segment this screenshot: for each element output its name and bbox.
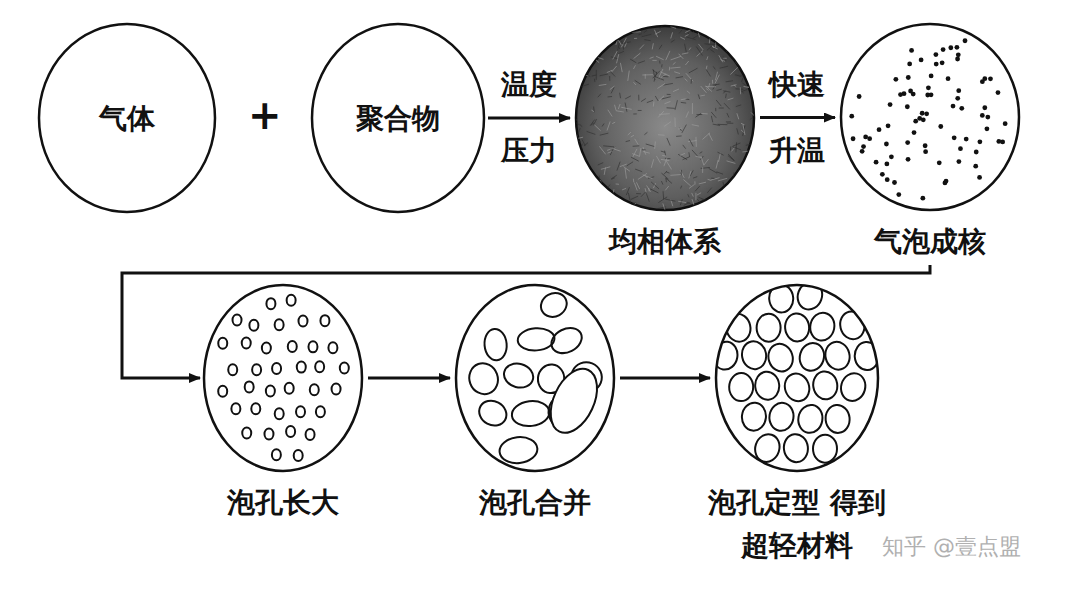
stage-label: 均相体系: [545, 220, 785, 263]
stage-label: 气泡成核: [810, 220, 1050, 263]
stage-circle: [202, 283, 364, 473]
process-arrow: [620, 377, 710, 380]
material-label: 聚合物: [356, 97, 440, 140]
foam-stage-node: 泡孔长大: [183, 283, 383, 524]
stage-label: 泡孔合并: [435, 481, 635, 524]
stage-label: 泡孔长大: [183, 481, 383, 524]
condition-label: 温度 压力: [497, 52, 561, 184]
foam-stage-node: 聚合物: [310, 22, 486, 214]
process-arrow: [760, 116, 835, 119]
plus-sign: +: [248, 92, 282, 138]
material-label: 气体: [99, 97, 155, 140]
foam-stage-node: 泡孔合并: [435, 283, 635, 524]
foam-stage-node: 泡孔定型 得到超轻材料: [672, 283, 922, 567]
stage-circle: [454, 283, 616, 473]
condition-label: 快速 升温: [765, 52, 829, 184]
foam-stage-node: 均相体系: [545, 24, 785, 263]
watermark: 知乎 @壹点盟: [882, 532, 1021, 562]
process-arrow: [488, 117, 570, 120]
foam-stage-node: 气泡成核: [810, 22, 1050, 263]
stage-circle: [714, 283, 880, 473]
stage-circle: [574, 24, 756, 212]
stage-circle: [839, 22, 1021, 212]
foam-stage-node: 气体: [37, 22, 217, 214]
process-arrow: [368, 377, 450, 380]
stage-label: 泡孔定型 得到超轻材料: [707, 481, 887, 567]
